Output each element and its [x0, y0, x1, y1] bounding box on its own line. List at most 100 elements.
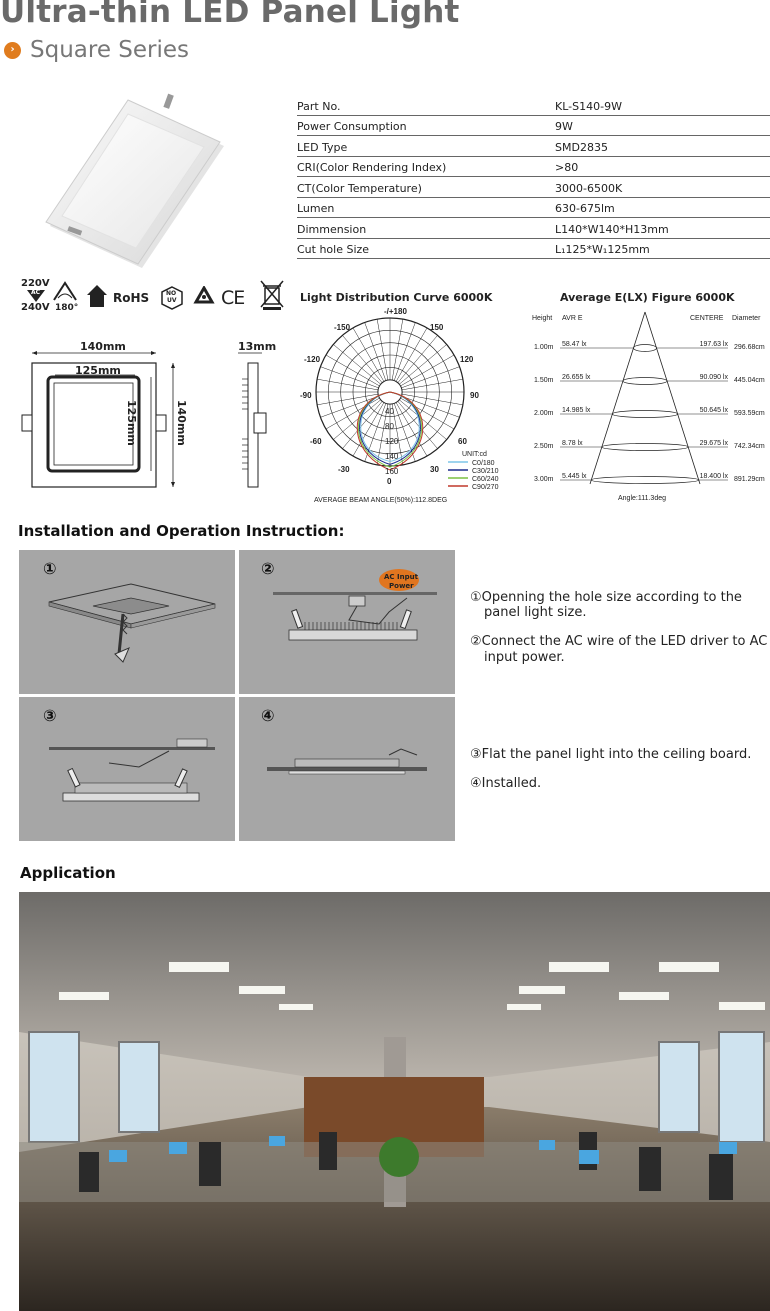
no-uv-label: UV — [167, 297, 177, 304]
polar-curve — [360, 391, 420, 463]
polar-angle-label: -150 — [334, 323, 351, 332]
illum-cone-edge — [644, 311, 701, 485]
polar-curve — [357, 391, 423, 468]
polar-title: Light Distribution Curve 6000K — [300, 291, 493, 304]
beam-angle-label: 180° — [55, 303, 79, 313]
instruction-text: panel light size. — [484, 605, 587, 620]
no-uv-icon — [161, 286, 183, 310]
legend-label: C30/210 — [472, 468, 499, 475]
illum-col-header: Height — [532, 315, 552, 322]
illum-height: 2.50m — [534, 443, 554, 450]
illum-cone-edge — [589, 311, 646, 485]
step-3-illustration — [49, 738, 215, 802]
polar-radial-label: 120 — [385, 437, 399, 446]
step-panel-1: ① — [19, 550, 235, 694]
beam-angle-icon — [53, 281, 77, 301]
illum-title: Average E(LX) Figure 6000K — [560, 291, 735, 304]
install-heading: Installation and Operation Instruction: — [18, 522, 345, 540]
illum-ring — [590, 476, 700, 484]
illum-center-value: 50.645 lx — [700, 407, 729, 414]
ce-label: CE — [221, 287, 245, 309]
polar-radial-label: 80 — [385, 422, 394, 431]
polar-angle-label: -90 — [300, 391, 312, 400]
step-1-illustration — [48, 583, 216, 663]
step-panel-2: ② AC Input Power — [239, 550, 455, 694]
illum-center-value: 18.400 lx — [700, 473, 729, 480]
polar-radial-label: 160 — [385, 467, 399, 476]
illum-col-header: AVR E — [562, 315, 583, 322]
illum-footer: Angle:111.3deg — [618, 495, 666, 502]
bullet-icon: › — [4, 42, 21, 59]
spec-row: Part No.KL-S140-9W — [297, 95, 770, 116]
polar-radial-label: 40 — [385, 407, 394, 416]
step-panel-4: ④ — [239, 697, 455, 841]
step-panel-3: ③ — [19, 697, 235, 841]
dim-outer-height: 140mm — [175, 400, 188, 446]
illum-center-value: 29.675 lx — [700, 440, 729, 447]
ac-label: AC — [31, 289, 41, 296]
recycle-icon — [193, 286, 215, 304]
illum-avr-value: 14.985 lx — [562, 407, 591, 414]
instruction-text: ④Installed. — [470, 776, 542, 791]
polar-curve — [356, 391, 424, 471]
rohs-label: RoHS — [113, 291, 150, 305]
step-4-illustration — [267, 748, 427, 775]
illum-diameter: 742.34cm — [734, 443, 765, 450]
instruction-text: input power. — [484, 650, 565, 665]
legend-label: C60/240 — [472, 476, 499, 483]
illum-ring — [612, 410, 678, 418]
illum-avr-value: 5.445 lx — [562, 473, 587, 480]
illum-height: 3.00m — [534, 476, 554, 483]
polar-angle-label: 150 — [430, 323, 444, 332]
illum-col-header: CENTERE — [690, 315, 724, 322]
illum-height: 1.50m — [534, 377, 554, 384]
polar-radial-label: 140 — [385, 452, 399, 461]
legend-label: C90/270 — [472, 484, 499, 491]
instruction-text: ②Connect the AC wire of the LED driver t… — [470, 634, 768, 649]
office-application-photo — [19, 892, 770, 1311]
instruction-text: ①Openning the hole size according to the — [470, 590, 742, 605]
dim-outer-width: 140mm — [80, 340, 126, 353]
voltage-label: 220V — [21, 278, 50, 289]
dim-inner-height: 125mm — [125, 400, 138, 446]
ac-input-tag: AC Input — [384, 573, 418, 581]
cert-icons: 220V AC 240V 180° RoHS NO UV CE — [18, 278, 288, 318]
illum-height: 2.00m — [534, 410, 554, 417]
illum-diameter: 445.04cm — [734, 377, 765, 384]
instruction-text: ③Flat the panel light into the ceiling b… — [470, 747, 752, 762]
voltage-label: 240V — [21, 302, 50, 313]
product-image — [45, 93, 224, 268]
legend-label: C0/180 — [472, 460, 495, 467]
polar-unit-label: UNIT:cd — [462, 451, 487, 458]
illum-diameter: 296.68cm — [734, 344, 765, 351]
illum-avr-value: 26.655 lx — [562, 374, 591, 381]
illum-col-header: Diameter — [732, 315, 761, 322]
illum-avr-value: 58.47 lx — [562, 341, 587, 348]
ac-input-tag: Power — [389, 582, 414, 590]
illum-center-value: 197.63 lx — [700, 341, 729, 348]
illum-center-value: 90.090 lx — [700, 374, 729, 381]
step-number: ① — [43, 559, 57, 578]
application-heading: Application — [20, 864, 116, 882]
polar-angle-label: 0 — [387, 477, 392, 486]
dimension-drawing — [21, 351, 267, 488]
house-icon — [87, 285, 107, 307]
polar-footer: AVERAGE BEAM ANGLE(50%):112.8DEG — [314, 497, 447, 504]
step-number: ④ — [261, 706, 275, 725]
polar-angle-label: -/+180 — [384, 307, 407, 316]
polar-angle-label: 120 — [460, 355, 474, 364]
illum-ring — [601, 443, 689, 451]
polar-angle-label: -30 — [338, 465, 350, 474]
illum-diameter: 593.59cm — [734, 410, 765, 417]
step-number: ② — [261, 559, 275, 578]
page-title: Ultra-thin LED Panel Light — [0, 0, 460, 30]
no-uv-label: NO — [166, 290, 177, 297]
spec-row: CRI(Color Rendering Index)>80 — [297, 157, 770, 177]
